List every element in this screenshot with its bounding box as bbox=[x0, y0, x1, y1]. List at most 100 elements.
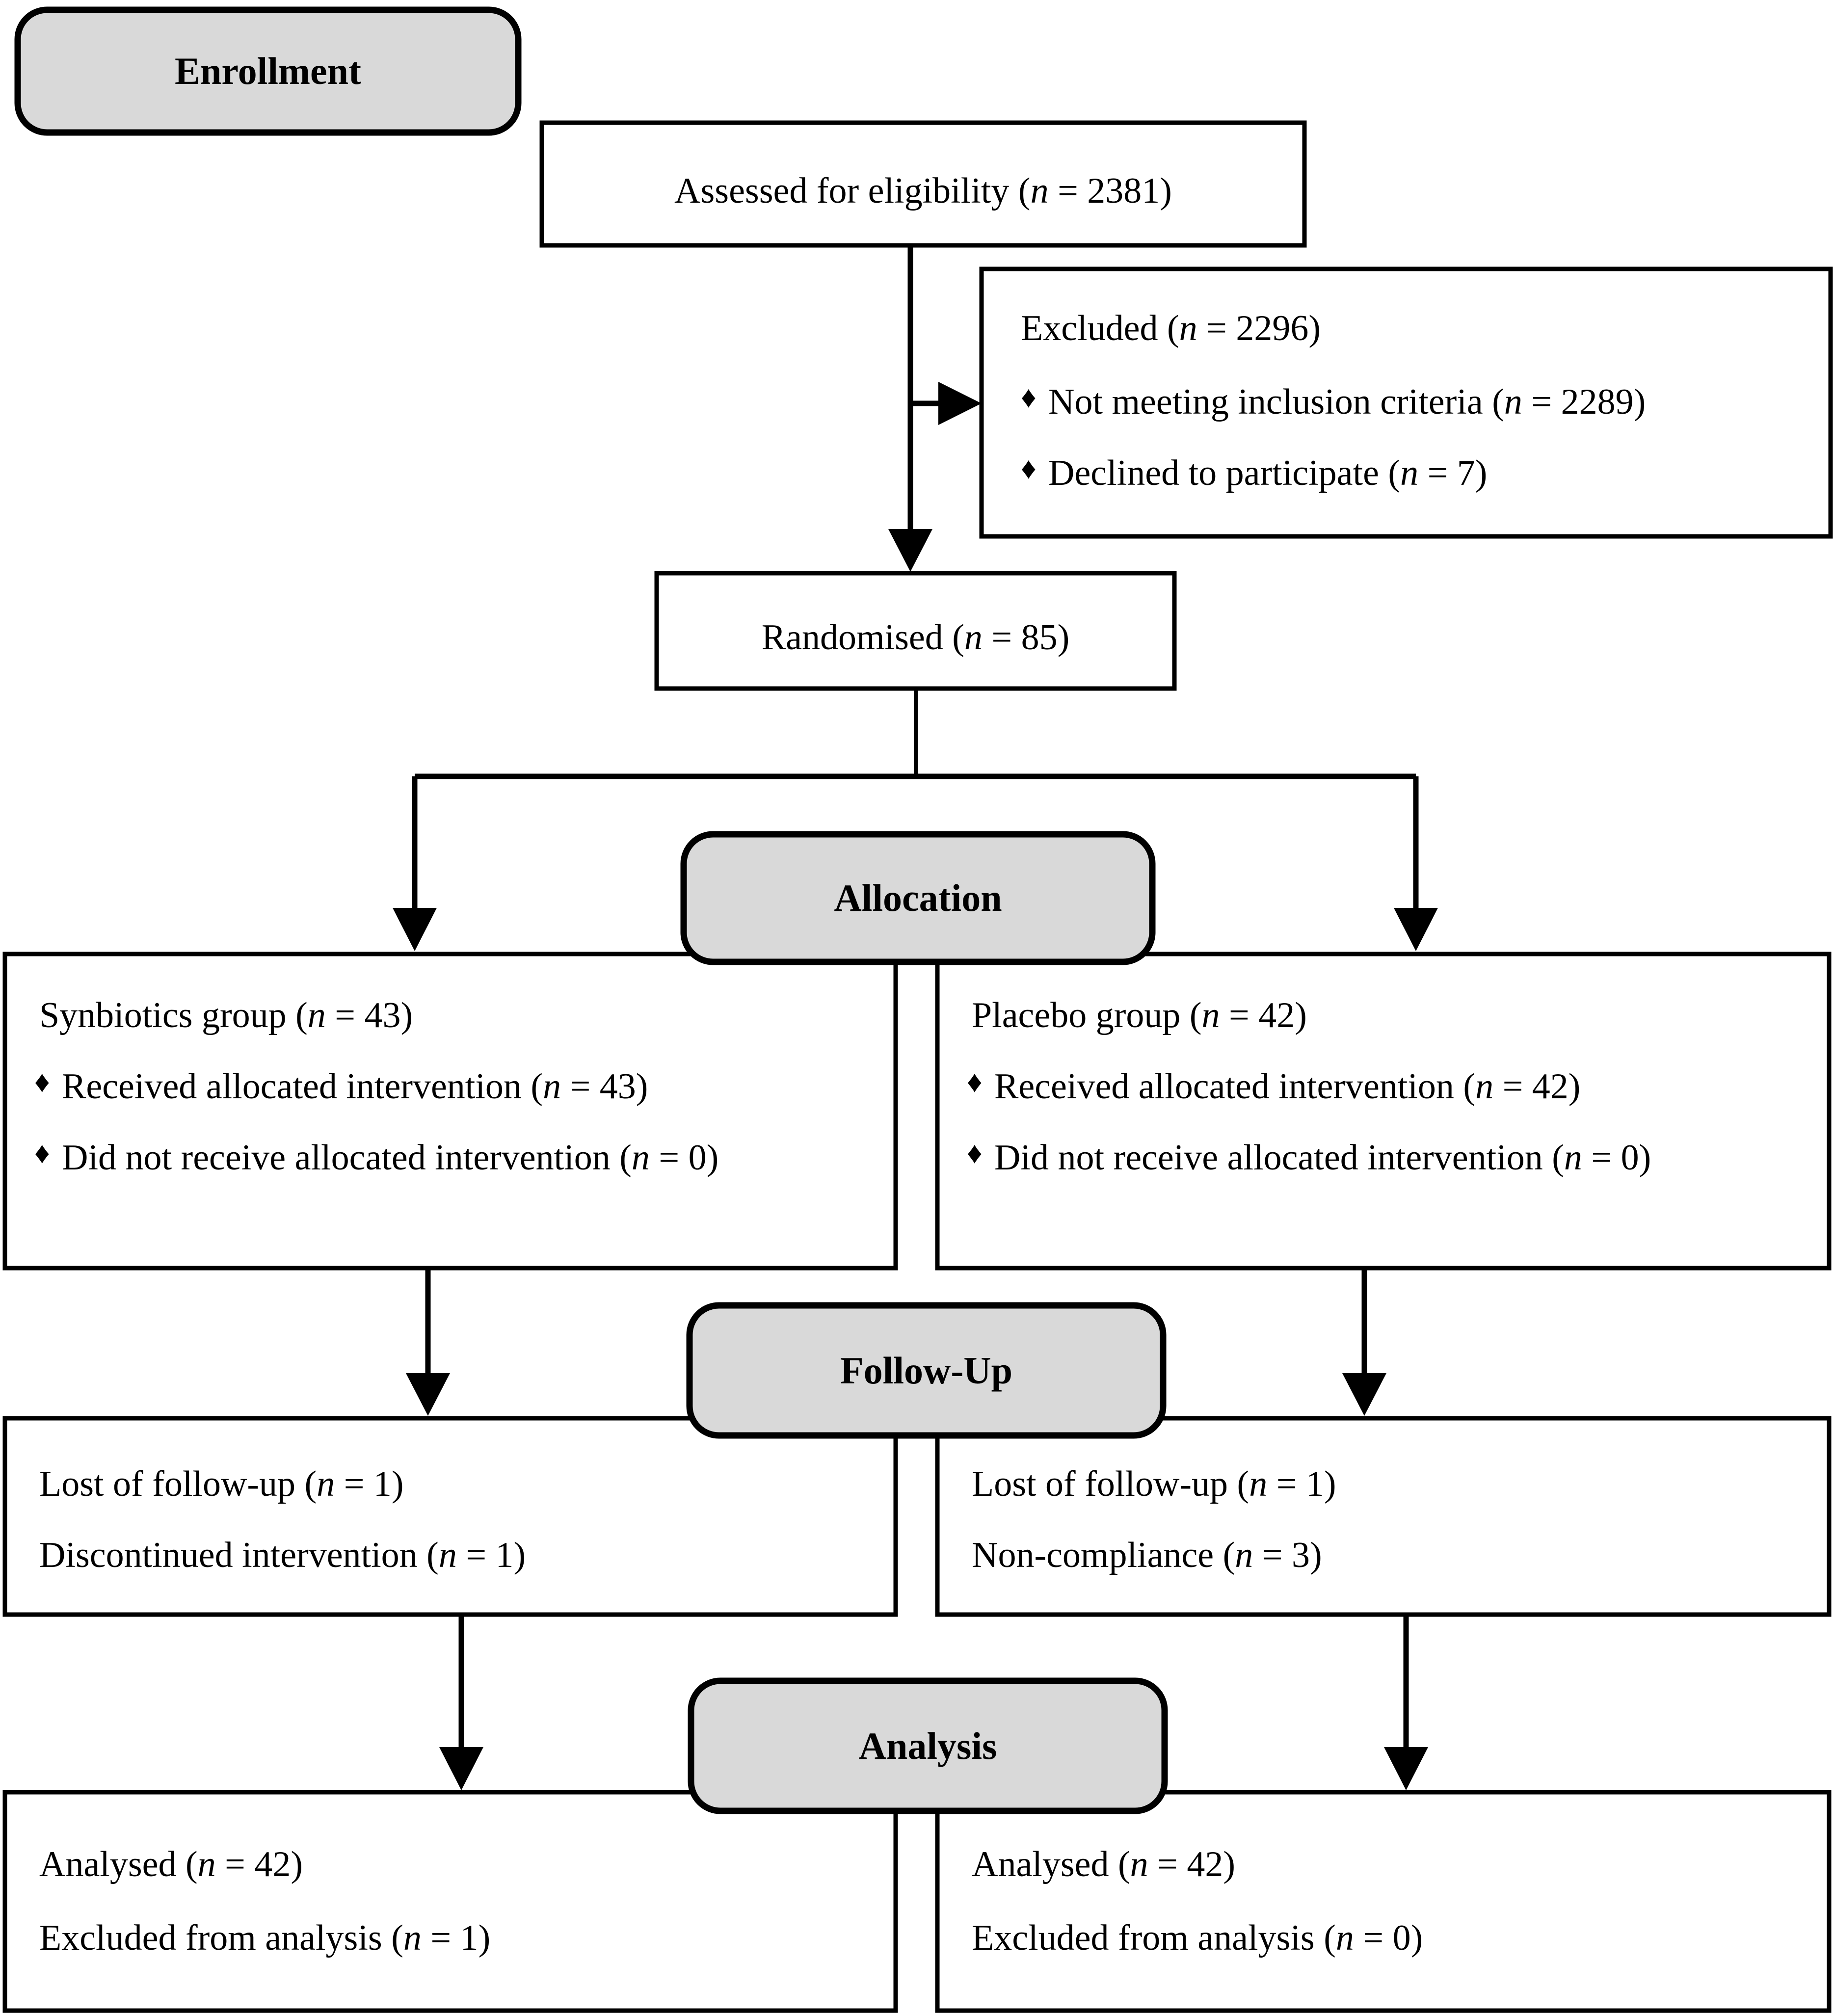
excluded-heading-post: = 2296) bbox=[1197, 308, 1321, 348]
arrowhead-analysis-right bbox=[1384, 1747, 1428, 1790]
assessed-text-post: = 2381) bbox=[1048, 171, 1172, 211]
diamond-bullet-icon: ♦ bbox=[967, 1065, 983, 1099]
excluded-item-1: ♦ Declined to participate (n = 7) bbox=[1021, 444, 1796, 503]
allocation-right-item-0-pre: Received allocated intervention ( bbox=[994, 1066, 1476, 1107]
analysis-right-line-0: Analysed (n = 42) bbox=[972, 1835, 1235, 1894]
followup-right-line-0-post: = 1) bbox=[1267, 1464, 1336, 1504]
followup-left-line-1-post: = 1) bbox=[456, 1535, 526, 1575]
excluded-heading: Excluded (n = 2296) bbox=[1021, 299, 1321, 358]
excluded-heading-pre: Excluded ( bbox=[1021, 308, 1179, 348]
allocation-right-item-1-text: Did not receive allocated intervention (… bbox=[994, 1129, 1772, 1188]
excluded-item-0: ♦ Not meeting inclusion criteria (n = 22… bbox=[1021, 373, 1796, 432]
followup-left-line-0: Lost of follow-up (n = 1) bbox=[39, 1455, 404, 1514]
stage-label-analysis-text: Analysis bbox=[858, 1724, 997, 1767]
stage-label-enrollment-text: Enrollment bbox=[175, 50, 361, 92]
excluded-item-1-pre: Declined to participate ( bbox=[1048, 453, 1401, 493]
analysis-left-line-0-post: = 42) bbox=[215, 1844, 303, 1884]
diamond-bullet-icon: ♦ bbox=[1021, 381, 1037, 414]
stage-label-followup: Follow-Up bbox=[690, 1305, 1163, 1435]
followup-left-line-1-pre: Discontinued intervention ( bbox=[39, 1535, 439, 1575]
allocation-left-item-0-post: = 43) bbox=[561, 1066, 648, 1107]
analysis-left-line-0-var: n bbox=[197, 1844, 216, 1884]
allocation-left-item-0-pre: Received allocated intervention ( bbox=[62, 1066, 543, 1107]
allocation-right-heading-post: = 42) bbox=[1220, 995, 1307, 1035]
assessed-box bbox=[539, 120, 1307, 248]
allocation-left-box bbox=[2, 952, 898, 1271]
arrowhead-allocation-left bbox=[393, 908, 437, 951]
randomised-box bbox=[654, 571, 1177, 691]
diamond-bullet-icon: ♦ bbox=[34, 1137, 50, 1170]
stage-label-analysis: Analysis bbox=[691, 1681, 1165, 1811]
allocation-left-heading-var: n bbox=[307, 995, 326, 1035]
randomised-text: Randomised (n = 85) bbox=[657, 609, 1174, 667]
allocation-right-heading-var: n bbox=[1201, 995, 1220, 1035]
followup-right-line-1-post: = 3) bbox=[1253, 1535, 1322, 1575]
allocation-right-item-1-pre: Did not receive allocated intervention ( bbox=[994, 1138, 1564, 1178]
enrollment-stage-rect bbox=[14, 6, 522, 136]
arrowhead-randomised bbox=[888, 529, 932, 572]
stage-label-allocation-text: Allocation bbox=[834, 876, 1002, 919]
allocation-right-heading-pre: Placebo group ( bbox=[972, 995, 1202, 1035]
followup-left-line-1-var: n bbox=[438, 1535, 457, 1575]
followup-left-line-0-post: = 1) bbox=[335, 1464, 404, 1504]
followup-right-box bbox=[935, 1416, 1832, 1617]
excluded-heading-var: n bbox=[1179, 308, 1197, 348]
analysis-right-line-1: Excluded from analysis (n = 0) bbox=[972, 1909, 1423, 1968]
allocation-right-item-0-text: Received allocated intervention (n = 42) bbox=[994, 1058, 1801, 1116]
assessed-text-pre: Assessed for eligibility ( bbox=[674, 171, 1031, 211]
followup-left-box bbox=[2, 1416, 898, 1617]
analysis-left-line-0: Analysed (n = 42) bbox=[39, 1835, 303, 1894]
arrowhead-allocation-right bbox=[1394, 908, 1438, 951]
followup-left-line-0-pre: Lost of follow-up ( bbox=[39, 1464, 317, 1504]
stage-label-allocation: Allocation bbox=[684, 834, 1152, 962]
allocation-right-item-1: ♦ Did not receive allocated intervention… bbox=[967, 1129, 1772, 1188]
analysis-right-line-0-post: = 42) bbox=[1148, 1844, 1236, 1884]
excluded-item-1-text: Declined to participate (n = 7) bbox=[1048, 444, 1796, 503]
allocation-right-item-1-post: = 0) bbox=[1582, 1138, 1651, 1178]
arrowhead-followup-left bbox=[406, 1373, 450, 1416]
analysis-left-box bbox=[2, 1790, 898, 2013]
allocation-right-item-0-post: = 42) bbox=[1493, 1066, 1581, 1107]
stage-label-enrollment: Enrollment bbox=[18, 10, 518, 133]
followup-right-line-0-pre: Lost of follow-up ( bbox=[972, 1464, 1249, 1504]
excluded-item-1-post: = 7) bbox=[1418, 453, 1488, 493]
analysis-right-line-0-var: n bbox=[1130, 1844, 1148, 1884]
allocation-stage-rect bbox=[680, 831, 1156, 965]
allocation-right-item-1-var: n bbox=[1564, 1138, 1582, 1178]
followup-right-line-0: Lost of follow-up (n = 1) bbox=[972, 1455, 1336, 1514]
allocation-left-item-0-text: Received allocated intervention (n = 43) bbox=[62, 1058, 869, 1116]
allocation-right-heading: Placebo group (n = 42) bbox=[972, 986, 1307, 1045]
analysis-right-line-1-post: = 0) bbox=[1354, 1918, 1423, 1958]
excluded-item-0-pre: Not meeting inclusion criteria ( bbox=[1048, 382, 1504, 422]
allocation-left-heading-post: = 43) bbox=[325, 995, 413, 1035]
assessed-text-var: n bbox=[1030, 171, 1049, 211]
analysis-right-box bbox=[935, 1790, 1832, 2013]
analysis-right-line-0-pre: Analysed ( bbox=[972, 1844, 1130, 1884]
allocation-left-item-0-var: n bbox=[543, 1066, 561, 1107]
randomised-text-post: = 85) bbox=[982, 617, 1070, 658]
analysis-right-line-1-pre: Excluded from analysis ( bbox=[972, 1918, 1336, 1958]
arrowhead-followup-right bbox=[1342, 1373, 1386, 1416]
allocation-left-item-1-post: = 0) bbox=[649, 1138, 719, 1178]
excluded-item-0-var: n bbox=[1504, 382, 1522, 422]
diamond-bullet-icon: ♦ bbox=[967, 1137, 983, 1170]
followup-right-line-1-var: n bbox=[1235, 1535, 1253, 1575]
stage-label-followup-text: Follow-Up bbox=[840, 1349, 1012, 1392]
analysis-left-line-0-pre: Analysed ( bbox=[39, 1844, 198, 1884]
allocation-left-heading-pre: Synbiotics group ( bbox=[39, 995, 308, 1035]
analysis-left-line-1: Excluded from analysis (n = 1) bbox=[39, 1909, 490, 1968]
followup-stage-rect bbox=[686, 1302, 1167, 1439]
randomised-text-pre: Randomised ( bbox=[761, 617, 964, 658]
analysis-left-line-1-post: = 1) bbox=[421, 1918, 491, 1958]
allocation-left-item-1-text: Did not receive allocated intervention (… bbox=[62, 1129, 839, 1188]
analysis-right-line-1-var: n bbox=[1335, 1918, 1354, 1958]
followup-right-line-1: Non-compliance (n = 3) bbox=[972, 1526, 1322, 1585]
analysis-stage-rect bbox=[688, 1677, 1168, 1814]
allocation-left-item-1-var: n bbox=[631, 1138, 650, 1178]
diamond-bullet-icon: ♦ bbox=[1021, 452, 1037, 485]
assessed-text: Assessed for eligibility (n = 2381) bbox=[542, 162, 1304, 221]
followup-right-line-1-pre: Non-compliance ( bbox=[972, 1535, 1235, 1575]
allocation-left-item-1: ♦ Did not receive allocated intervention… bbox=[34, 1129, 839, 1188]
